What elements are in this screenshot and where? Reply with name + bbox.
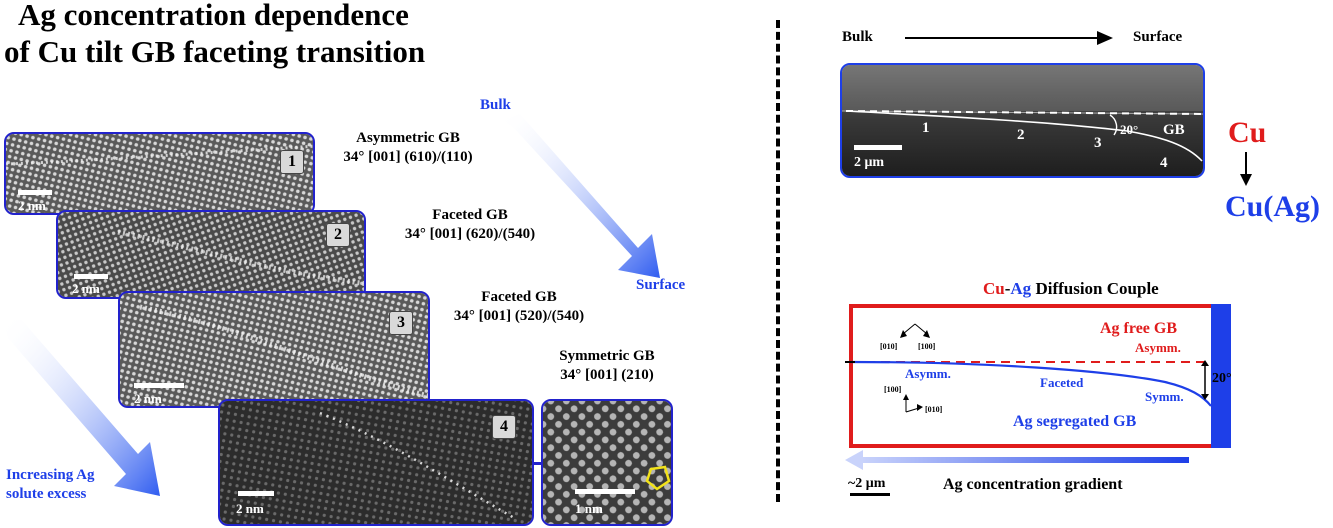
axis-100-bottom: [100] [884, 385, 902, 394]
scale-label-1: 2 nm [18, 198, 46, 213]
schematic-scale-bar [850, 493, 890, 496]
ag-free-gb-label: Ag free GB [1100, 320, 1178, 337]
hrtem-panel-1: 2 nm 1 [4, 132, 315, 215]
hrtem-panel-4: 2 nm 4 [218, 399, 534, 526]
scale-bar-2 [74, 274, 108, 279]
bulk-surface-arrow [500, 114, 660, 278]
symm-label: Symm. [1145, 389, 1184, 404]
panel-4-gb-type: Symmetric GB [559, 348, 655, 364]
axis-010-top: [010] [880, 342, 898, 351]
scale-label-4: 2 nm [236, 501, 264, 516]
sem-direction-arrow [905, 31, 1113, 45]
increasing-ag-arrow [4, 320, 160, 496]
panel-1-gb-spec: 34° [001] (610)/(110) [343, 149, 473, 165]
panel-number-2: 2 [326, 223, 350, 247]
concentration-gradient-arrow [845, 450, 1189, 470]
cu-to-cuag-arrow [1240, 152, 1252, 186]
panel-divider [776, 20, 780, 502]
panel-number-3: 3 [389, 311, 413, 335]
faceted-label: Faceted [1040, 375, 1084, 390]
increasing-ag-label: Increasing Ag solute excess [6, 467, 95, 502]
cuag-label: Cu(Ag) [1225, 190, 1320, 223]
axis-010-bottom: [010] [925, 405, 943, 414]
panel-1-gb-type: Asymmetric GB [356, 130, 460, 146]
ag-segregated-gb-label: Ag segregated GB [1013, 413, 1137, 430]
title-line-2: of Cu tilt GB faceting transition [4, 34, 426, 69]
panel-number-1: 1 [280, 150, 304, 174]
surface-label: Surface [636, 277, 686, 293]
sem-point-3: 3 [1094, 135, 1102, 151]
panel-2-gb-spec: 34° [001] (620)/(540) [404, 226, 536, 242]
sem-image: 1 2 3 4 20° GB 2 μm [840, 63, 1205, 178]
diffusion-couple-schematic [845, 304, 1231, 448]
scale-bar-inset [575, 489, 635, 494]
sem-bulk-label: Bulk [842, 29, 873, 45]
sem-point-1: 1 [922, 120, 930, 136]
sem-point-4: 4 [1160, 155, 1168, 171]
sem-scale-label: 2 μm [854, 155, 885, 170]
figure-title: Ag concentration dependence of Cu tilt G… [4, 0, 425, 70]
panel-3-gb-spec: 34° [001] (520)/(540) [453, 308, 585, 324]
sem-angle: 20° [1120, 122, 1139, 137]
schematic-scale-label: ~2 μm [848, 476, 886, 491]
panel-2-caption: Faceted GB 34° [001] (620)/(540) [400, 206, 540, 244]
cu-label: Cu [1228, 116, 1267, 149]
scale-label-inset: 1 nm [575, 501, 603, 516]
yellow-polygon-marker [645, 465, 671, 491]
sem-scale-bar [854, 145, 902, 150]
panel-2-gb-type: Faceted GB [432, 207, 508, 223]
hrtem-panel-3: 2 nm 3 [118, 291, 430, 408]
panel-number-4: 4 [492, 415, 516, 439]
scale-bar-4 [238, 491, 274, 496]
asymm-blue-label: Asymm. [905, 366, 951, 381]
panel-3-gb-type: Faceted GB [481, 289, 557, 305]
scale-bar-3 [134, 383, 184, 388]
title-line-1: Ag concentration dependence [18, 0, 409, 32]
schematic-title: Cu-Ag Diffusion Couple [983, 279, 1159, 298]
panel-4-gb-spec: 34° [001] (210) [560, 367, 654, 383]
sem-gb-trace [845, 110, 1203, 162]
sem-point-2: 2 [1017, 127, 1025, 143]
schematic-angle: 20° [1212, 371, 1232, 386]
scale-label-3: 2 nm [134, 391, 162, 406]
sem-gb-label: GB [1163, 122, 1185, 138]
hrtem-inset: 1 nm [541, 399, 673, 526]
scale-label-2: 2 nm [72, 281, 100, 296]
hrtem-panel-2: 2 nm 2 [56, 210, 366, 299]
gradient-label: Ag concentration gradient [943, 476, 1123, 493]
scale-bar-1 [18, 190, 52, 195]
panel-1-caption: Asymmetric GB 34° [001] (610)/(110) [338, 129, 478, 167]
asymm-red-label: Asymm. [1135, 340, 1181, 355]
inset-connector [533, 462, 543, 465]
sem-surface-label: Surface [1133, 29, 1183, 45]
bulk-label: Bulk [480, 97, 511, 113]
panel-4-caption: Symmetric GB 34° [001] (210) [542, 347, 672, 385]
axis-100-top: [100] [918, 342, 936, 351]
panel-3-caption: Faceted GB 34° [001] (520)/(540) [444, 288, 594, 326]
